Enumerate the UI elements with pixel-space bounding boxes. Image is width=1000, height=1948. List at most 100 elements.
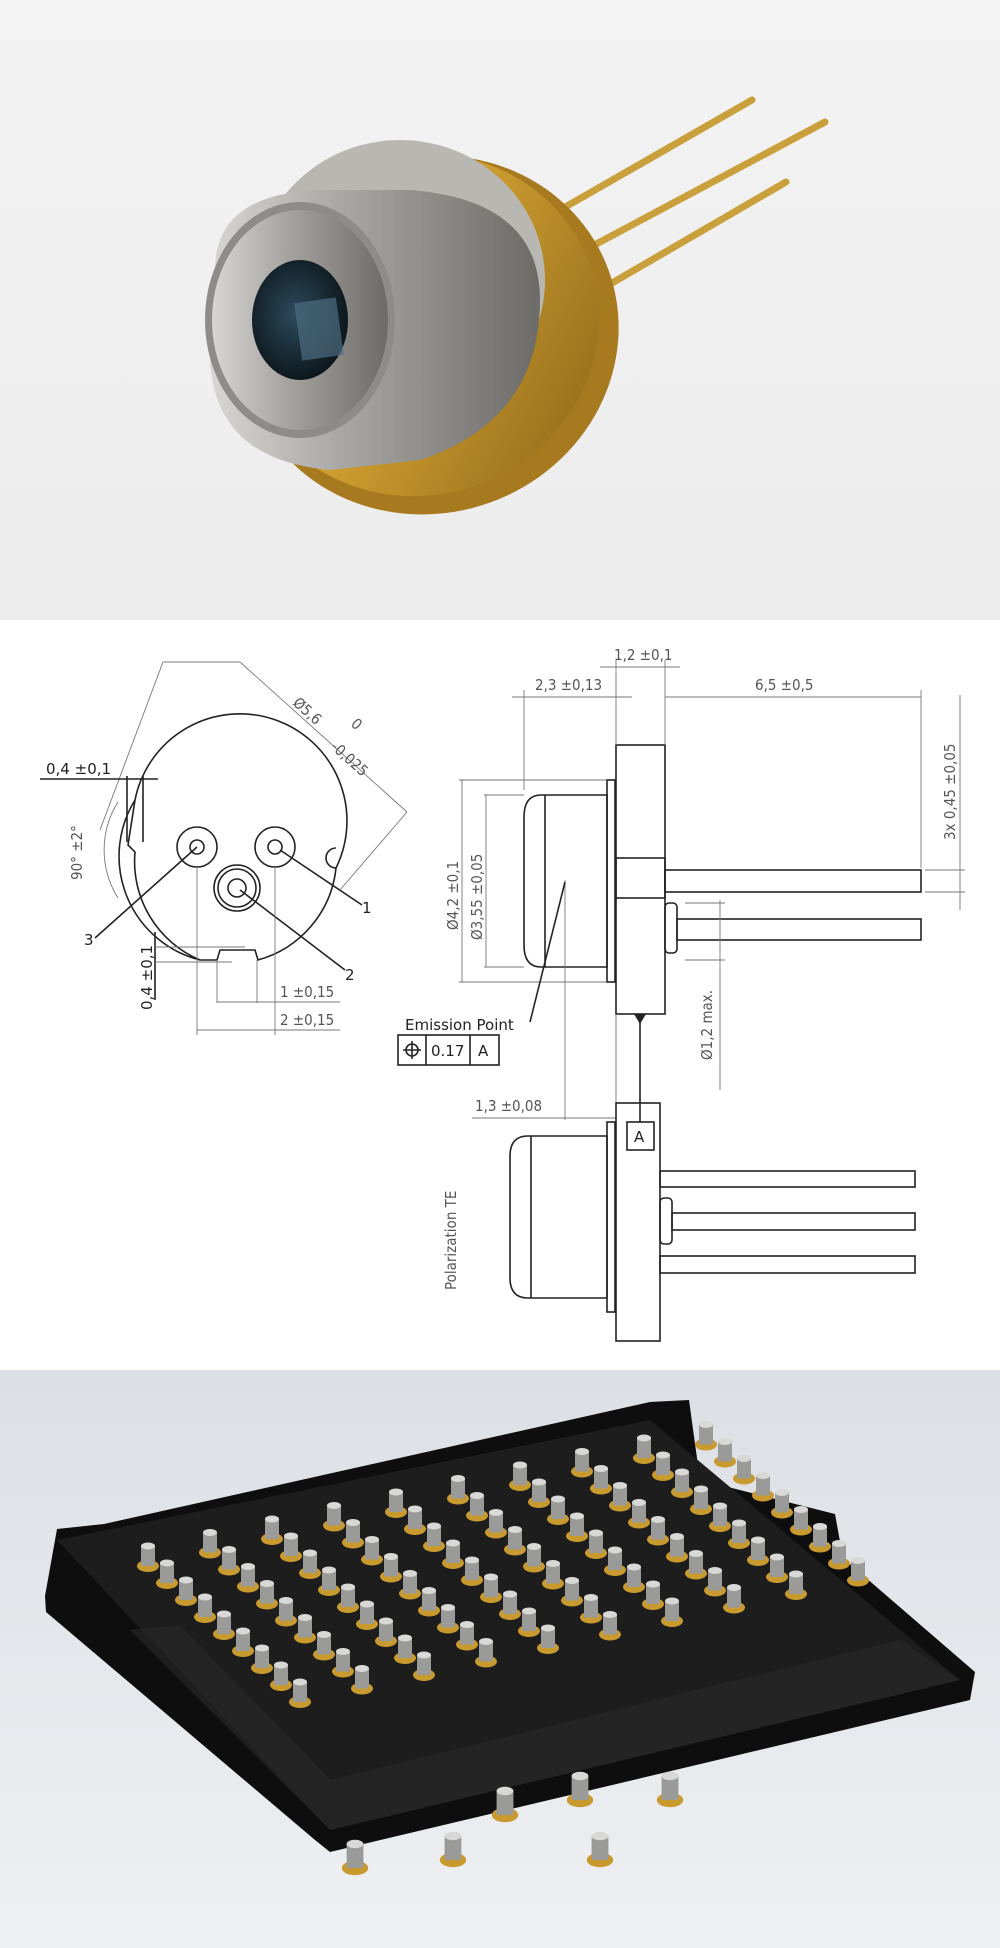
tray-diode <box>399 1570 421 1600</box>
tray-diode <box>385 1488 407 1518</box>
tray-diode <box>413 1651 435 1681</box>
tray-diode <box>661 1597 683 1627</box>
tray-diode <box>590 1465 612 1495</box>
tray-diode <box>199 1529 221 1559</box>
feature-control-frame: 0.17 A <box>397 1034 500 1066</box>
tray-diode <box>323 1502 345 1532</box>
tray-diode <box>237 1563 259 1593</box>
side-view: 1,2 ±0,1 2,3 ±0,13 6,5 ±0,5 3x 0,45 ±0,0… <box>397 646 965 1151</box>
tray-diode <box>652 1451 674 1481</box>
tray-diode <box>685 1550 707 1580</box>
tray-diode <box>733 1455 755 1485</box>
tray-diode <box>704 1567 726 1597</box>
tray-diode <box>261 1515 283 1545</box>
tray-diode <box>828 1540 850 1570</box>
tray-diode <box>289 1678 311 1708</box>
tray-diode <box>537 1624 559 1654</box>
tray-diode <box>790 1506 812 1536</box>
tray-diode <box>313 1631 335 1661</box>
tray-diode <box>318 1566 340 1596</box>
tray-diode <box>213 1610 235 1640</box>
tray-diode <box>604 1546 626 1576</box>
polarization-label: Polarization TE <box>442 1191 460 1290</box>
pin-label-1: 1 <box>362 899 372 917</box>
tray-diode <box>232 1627 254 1657</box>
tray-diode <box>342 1519 364 1549</box>
tray-diode <box>356 1600 378 1630</box>
notch-width-label: 0,4 ±0,1 <box>46 760 111 778</box>
position-tolerance-icon <box>403 1041 421 1059</box>
tray-diode <box>404 1505 426 1535</box>
tray-diode <box>642 1580 664 1610</box>
emission-point-label: Emission Point <box>405 1016 514 1034</box>
silver-can <box>205 140 545 470</box>
tray-diode <box>666 1533 688 1563</box>
tray-diode <box>628 1499 650 1529</box>
tray-diode <box>256 1580 278 1610</box>
tray-diode <box>728 1519 750 1549</box>
tray-diode <box>361 1536 383 1566</box>
tray-diode <box>785 1570 807 1600</box>
tray-diode <box>270 1661 292 1691</box>
tray-diode <box>442 1539 464 1569</box>
tray-diode <box>251 1644 273 1674</box>
emission-offset-label: 1,3 ±0,08 <box>475 1097 542 1115</box>
tray-diode <box>542 1560 564 1590</box>
tray-diode <box>480 1573 502 1603</box>
tray-diode <box>747 1536 769 1566</box>
glass-diameter-label: Ø1,2 max. <box>698 990 716 1060</box>
tray-diode <box>580 1594 602 1624</box>
datum-box <box>626 1121 655 1151</box>
tray-diode <box>647 1516 669 1546</box>
diode-leads <box>556 96 829 294</box>
flange-thickness-label: 1,2 ±0,1 <box>614 646 673 664</box>
datum-ref: A <box>478 1042 489 1060</box>
tray-diode <box>671 1468 693 1498</box>
tolerance-value: 0.17 <box>431 1042 464 1060</box>
tray-diode <box>466 1492 488 1522</box>
tray-diode <box>771 1489 793 1519</box>
tray-diode <box>418 1587 440 1617</box>
tray-diode <box>394 1634 416 1664</box>
tray-diode <box>523 1543 545 1573</box>
tray-diode <box>194 1593 216 1623</box>
tray-diode <box>332 1648 354 1678</box>
loose-diode <box>566 1771 594 1808</box>
notch-depth-label: 0,4 ±0,1 <box>138 945 156 1010</box>
tray-diode <box>475 1638 497 1668</box>
tray-diode <box>299 1549 321 1579</box>
loose-diodes <box>341 1771 684 1876</box>
tray-diode <box>375 1617 397 1647</box>
window-diameter-label: Ø3,55 ±0,05 <box>468 854 486 940</box>
tray-diode <box>437 1604 459 1634</box>
tray-diode <box>752 1472 774 1502</box>
tray-diode <box>566 1512 588 1542</box>
tray-diode <box>280 1532 302 1562</box>
tray-diode <box>380 1553 402 1583</box>
loose-diode <box>341 1839 369 1876</box>
tray-diode <box>633 1434 655 1464</box>
tray-diode <box>766 1553 788 1583</box>
pin-spacing-1-label: 1 ±0,15 <box>280 983 334 1001</box>
tray-diode <box>485 1509 507 1539</box>
tray-diode <box>561 1577 583 1607</box>
tray-diode <box>709 1502 731 1532</box>
tray-diode <box>528 1478 550 1508</box>
tray-diode <box>847 1557 869 1587</box>
tray-diode <box>714 1438 736 1468</box>
tray-diode <box>275 1597 297 1627</box>
loose-diode <box>586 1831 614 1868</box>
pin-label-2: 2 <box>345 966 355 984</box>
product-photo <box>0 0 1000 620</box>
lead-length-label: 6,5 ±0,5 <box>755 676 814 694</box>
cap-height-label: 2,3 ±0,13 <box>535 676 602 694</box>
datum-box-label: A <box>634 1128 645 1146</box>
tray-diode <box>499 1590 521 1620</box>
tray-diode <box>156 1559 178 1589</box>
tray-diode <box>351 1665 373 1695</box>
tray-diode <box>137 1542 159 1572</box>
tray-diode <box>571 1448 593 1478</box>
loose-diode <box>439 1831 467 1868</box>
tray-diode <box>609 1482 631 1512</box>
